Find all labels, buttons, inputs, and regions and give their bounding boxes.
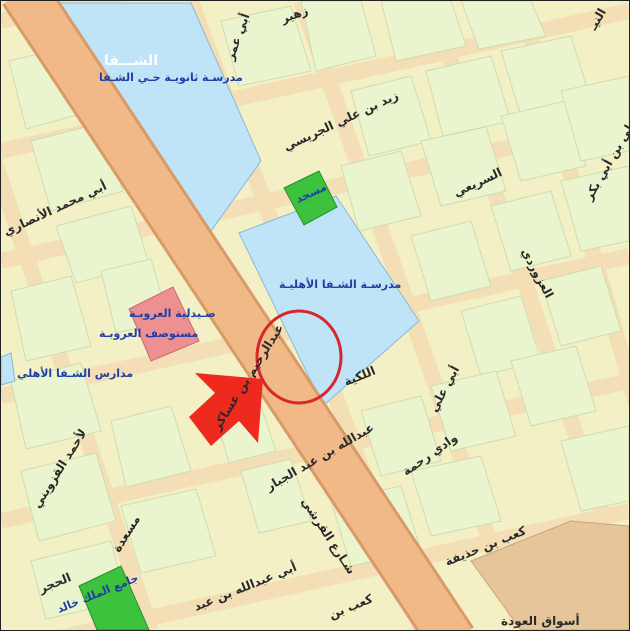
location-pointer-arrow [189,373,263,446]
pharmacy-area[interactable] [128,286,200,362]
schools-west-label: مدارس الشـفا الأهلي [17,366,133,380]
king-khalid-mosque-area[interactable] [78,565,150,630]
school-private-label: مدرسـة الشـفا الأهليـة [279,277,401,291]
mosque-area[interactable] [283,170,338,226]
district-name-label: الشـــفا [104,53,158,69]
clinic-label: مستوصف العروبـة [99,327,198,340]
location-marker-ring [255,309,343,405]
commercial-area-label: أسواق العودة [501,613,580,629]
commercial-area [470,520,629,630]
school-secondary-label: مدرسـة ثانويـة حـي الشـفا [99,71,243,84]
main-road [2,1,474,630]
pharmacy-label: صـيدلية العروبـة [129,307,216,320]
schools-west-area [1,352,16,386]
